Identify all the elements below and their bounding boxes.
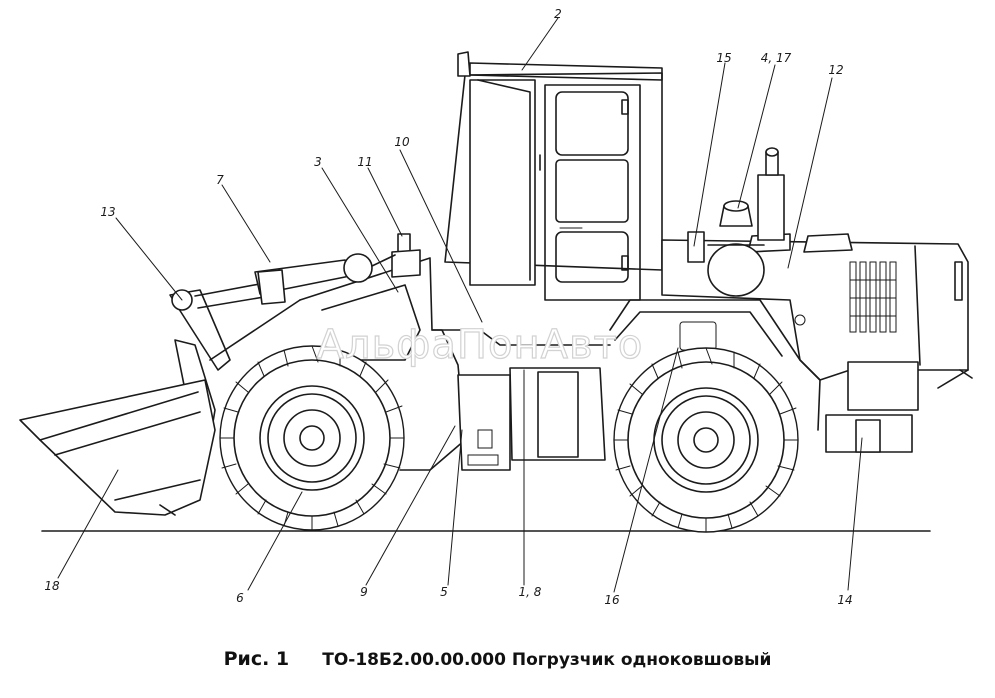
- engine-hood: [661, 147, 973, 453]
- callout-16: 16: [604, 593, 620, 607]
- watermark: АльфаПонАвто: [317, 322, 644, 368]
- callout-10: 10: [394, 135, 410, 149]
- figure-caption: Рис. 1 ТО-18Б2.00.00.000 Погрузчик однок…: [0, 648, 995, 670]
- cab: [444, 51, 663, 301]
- rear-wheel: [613, 347, 799, 533]
- callout-5: 5: [440, 585, 448, 599]
- callout-12: 12: [828, 63, 843, 77]
- front-frame: [299, 233, 611, 471]
- callout-7: 7: [216, 173, 224, 187]
- callout-14: 14: [837, 593, 852, 607]
- callout-numbers: 1, 8 2 3 4, 17 5 6 7 9 10 11 12 13 14 15…: [44, 7, 852, 607]
- callout-13: 13: [100, 205, 115, 219]
- leader-lines: [57, 17, 863, 593]
- callout-1-8: 1, 8: [519, 585, 542, 599]
- callout-4-17: 4, 17: [761, 51, 792, 65]
- callout-15: 15: [716, 51, 731, 65]
- figure-title: ТО-18Б2.00.00.000 Погрузчик одноковшовый: [322, 650, 772, 670]
- figure-number: Рис. 1: [223, 648, 290, 670]
- callout-2: 2: [554, 7, 562, 21]
- front-wheel: [219, 345, 405, 531]
- callout-6: 6: [236, 591, 244, 605]
- callout-3: 3: [314, 155, 322, 169]
- radiator-grille: [849, 261, 897, 333]
- callout-9: 9: [360, 585, 368, 599]
- bucket: [19, 379, 216, 516]
- callout-11: 11: [357, 155, 372, 169]
- callout-18: 18: [44, 579, 60, 593]
